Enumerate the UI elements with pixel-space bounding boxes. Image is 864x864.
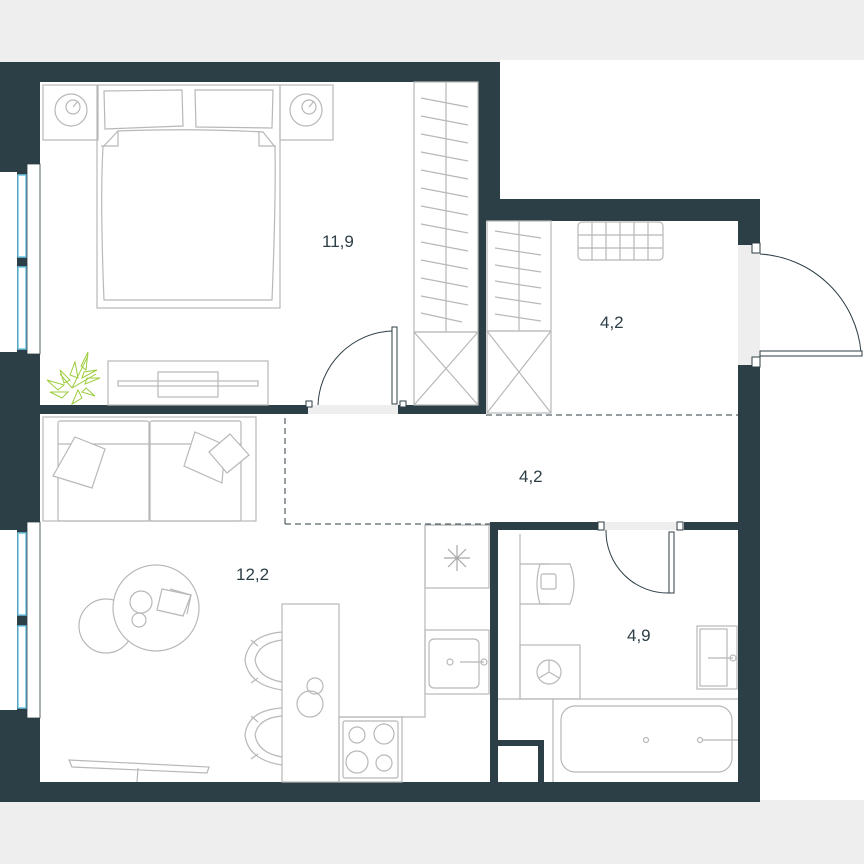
area-label-bathroom: 4,9 — [627, 626, 651, 645]
bar-counter — [281, 603, 340, 783]
bar-stool-bottom — [244, 707, 283, 766]
door-bedroom[interactable] — [305, 326, 407, 408]
area-label-bedroom: 11,9 — [322, 232, 354, 251]
nightstand-left — [42, 84, 99, 141]
kitchen-counter — [339, 524, 490, 718]
coffee-tables — [78, 564, 200, 654]
window-bedroom — [0, 163, 41, 355]
bar-stool-top — [244, 631, 283, 691]
sofa — [42, 416, 257, 522]
wardrobe-hall — [486, 220, 552, 414]
tv-living — [68, 759, 210, 783]
wardrobe-bedroom — [413, 81, 479, 406]
area-label-living-kitchen: 12,2 — [236, 565, 269, 584]
refrigerator-fan-icon — [444, 545, 470, 571]
plant-icon — [46, 351, 101, 406]
door-entrance[interactable] — [751, 242, 863, 368]
double-bed — [96, 84, 281, 309]
exterior-area — [500, 60, 864, 200]
cooktop — [338, 716, 403, 783]
zone-boundaries — [284, 414, 738, 525]
exterior-area-right — [760, 200, 864, 800]
bathroom-sink — [696, 625, 738, 690]
door-bathroom[interactable] — [597, 521, 684, 594]
window-living — [0, 521, 41, 719]
area-label-entrance-hall: 4,2 — [600, 313, 624, 332]
tv-stand-bedroom — [107, 360, 269, 406]
bathtub — [552, 698, 738, 782]
area-label-corridor: 4,2 — [519, 467, 543, 486]
washing-machine — [519, 644, 581, 700]
shoe-mat — [577, 221, 664, 261]
